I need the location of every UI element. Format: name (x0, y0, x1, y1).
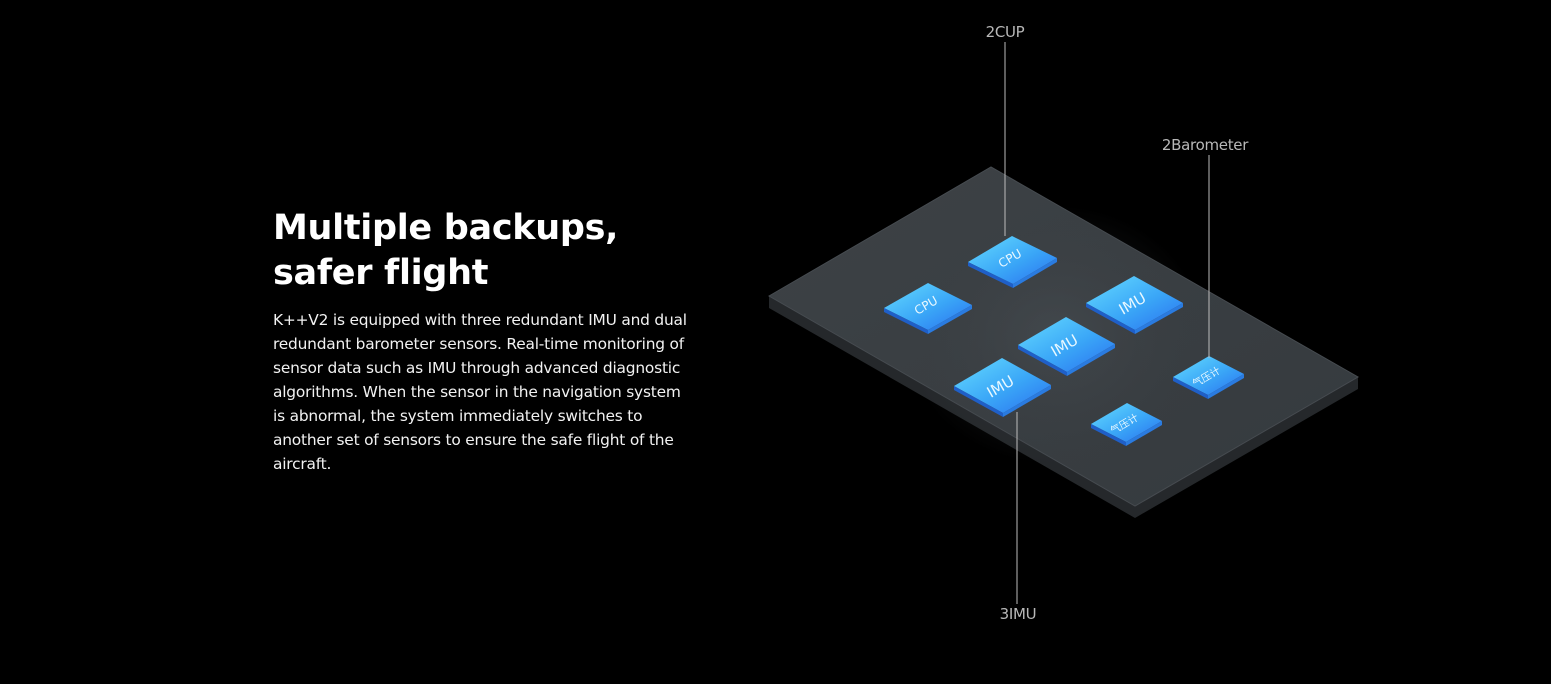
imu-chip: IMU (1018, 317, 1115, 376)
barometer-callout-label: 2Barometer (1161, 136, 1249, 154)
cpu-chip: CPU (968, 236, 1057, 288)
imu-chip: IMU (954, 358, 1051, 417)
cpu-chip: CPU (884, 283, 972, 334)
section-heading: Multiple backups, safer flight (273, 208, 619, 293)
barometer-chip: 气压计 (1091, 403, 1162, 446)
imu-chip: IMU (1086, 276, 1183, 334)
feature-text-block: Multiple backups, safer flight K++V2 is … (273, 206, 693, 476)
barometer-chip: 气压计 (1173, 356, 1244, 399)
section-description: K++V2 is equipped with three redundant I… (273, 311, 687, 473)
imu-callout-label: 3IMU (999, 605, 1037, 623)
cpu-callout-label: 2CUP (985, 23, 1025, 41)
